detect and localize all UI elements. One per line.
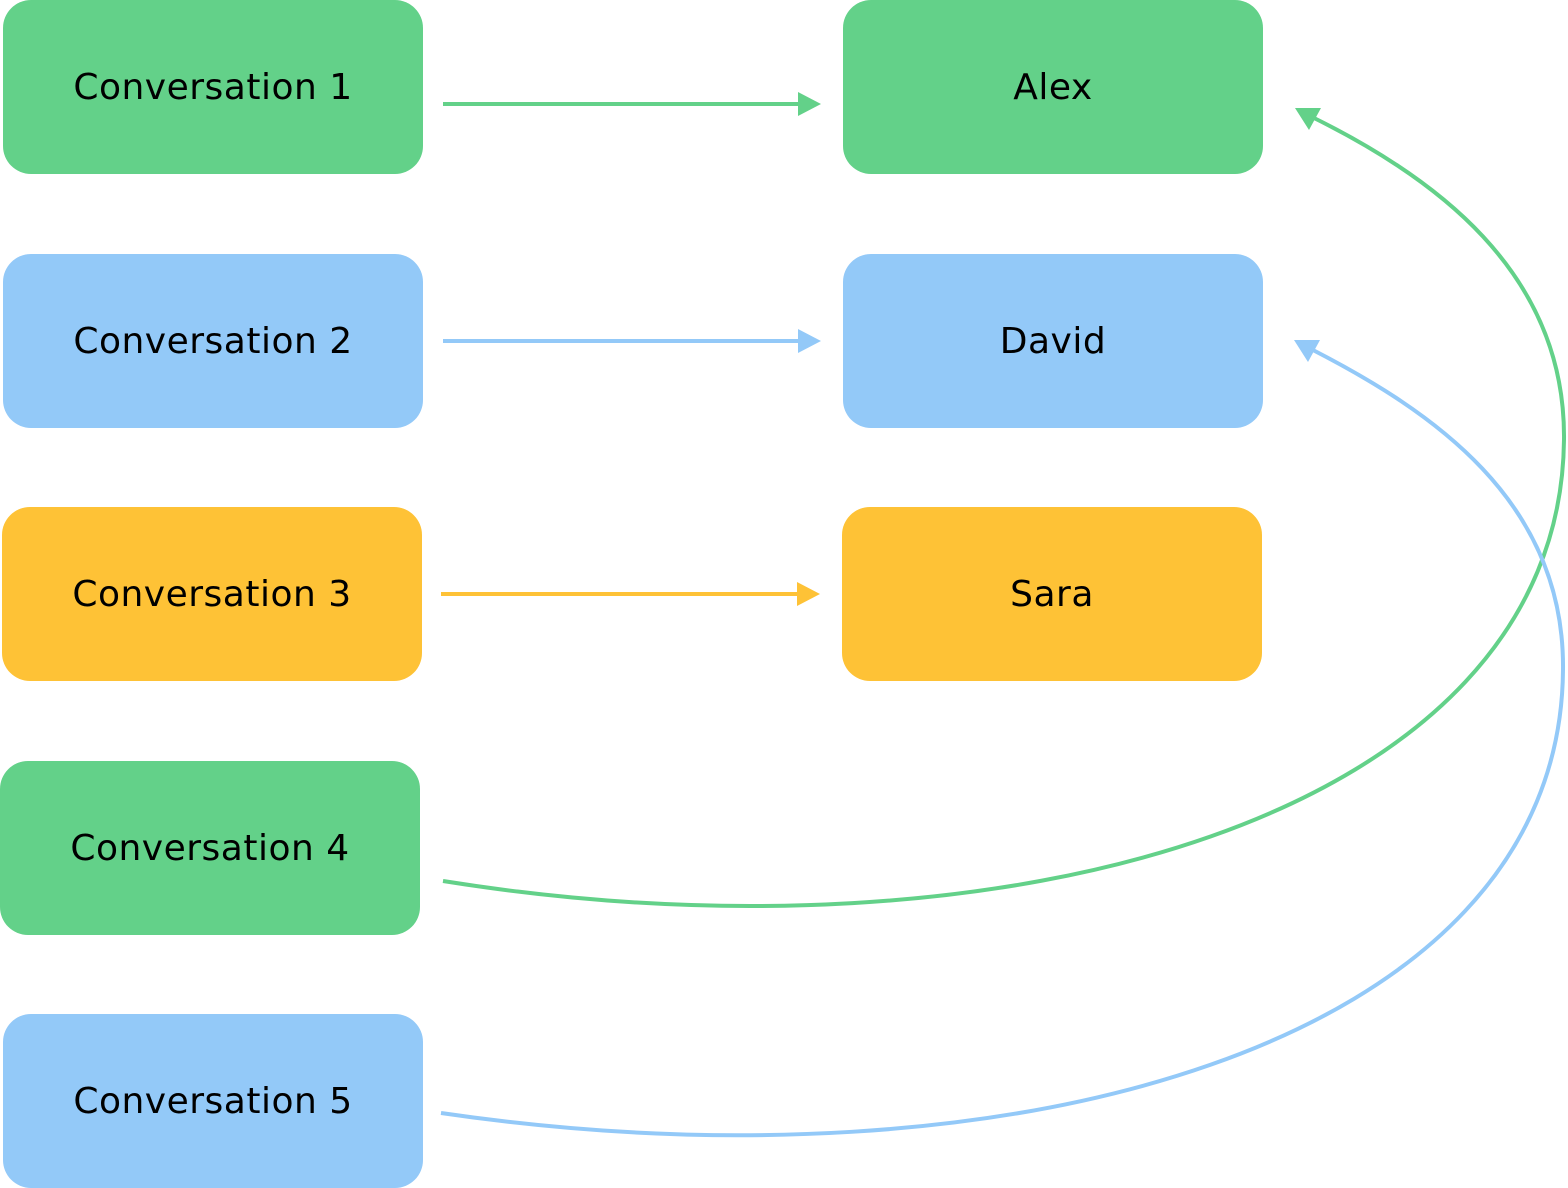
conversation-3-node[interactable]: Conversation 3 (2, 507, 422, 681)
arrowhead-david-2 (798, 329, 821, 353)
arrowhead-david-5 (1294, 340, 1320, 362)
edge-conversation-5-david (440, 347, 1566, 1138)
conversation-5-node[interactable]: Conversation 5 (3, 1014, 423, 1188)
arrowhead-alex-4 (1295, 108, 1321, 130)
conversation-2-node[interactable]: Conversation 2 (3, 254, 423, 428)
conversation-1-node[interactable]: Conversation 1 (3, 0, 423, 174)
agent-sara-node[interactable]: Sara (842, 507, 1262, 681)
agent-david-node[interactable]: David (843, 254, 1263, 428)
arrowhead-sara-3 (797, 582, 820, 606)
conversation-4-node[interactable]: Conversation 4 (0, 761, 420, 935)
agent-alex-node[interactable]: Alex (843, 0, 1263, 174)
arrowhead-alex-1 (798, 92, 821, 116)
